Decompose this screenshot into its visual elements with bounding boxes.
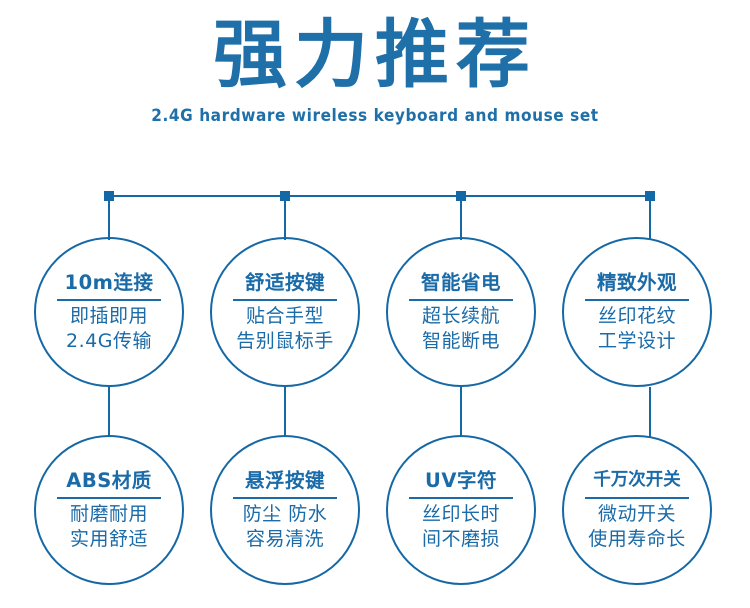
feature-headline: 10m连接	[64, 271, 154, 294]
feature-divider	[233, 497, 337, 499]
feature-line-1: 微动开关	[597, 503, 676, 525]
feature-divider	[57, 299, 161, 301]
feature-headline: 千万次开关	[593, 470, 681, 490]
feature-line-2: 工学设计	[597, 330, 676, 352]
feature-line-1: 贴合手型	[245, 305, 324, 327]
feature-circle-distance: 10m连接 即插即用 2.4G传输	[34, 237, 184, 387]
feature-headline: UV字符	[425, 469, 497, 492]
feature-headline: 精致外观	[596, 271, 677, 294]
feature-circle-switch-lifespan: 千万次开关 微动开关 使用寿命长	[562, 435, 712, 585]
feature-divider	[409, 299, 513, 301]
feature-divider	[233, 299, 337, 301]
feature-divider	[57, 497, 161, 499]
page-subtitle: 2.4G hardware wireless keyboard and mous…	[151, 106, 599, 125]
feature-line-2: 使用寿命长	[588, 528, 686, 550]
page-title: 强力推荐	[213, 12, 537, 98]
feature-line-2: 2.4G传输	[66, 330, 152, 352]
feature-line-1: 耐磨耐用	[69, 503, 148, 525]
feature-circle-floating-keys: 悬浮按键 防尘 防水 容易清洗	[210, 435, 360, 585]
feature-line-2: 间不磨损	[421, 528, 500, 550]
feature-divider	[585, 497, 689, 499]
feature-line-1: 丝印花纹	[597, 305, 676, 327]
feature-circle-appearance: 精致外观 丝印花纹 工学设计	[562, 237, 712, 387]
feature-line-1: 丝印长时	[421, 503, 500, 525]
feature-headline: 舒适按键	[244, 271, 325, 294]
feature-line-2: 实用舒适	[69, 528, 148, 550]
feature-line-2: 告别鼠标手	[236, 330, 334, 352]
feature-line-1: 防尘 防水	[242, 503, 328, 525]
feature-circle-comfort-keys: 舒适按键 贴合手型 告别鼠标手	[210, 237, 360, 387]
feature-headline: 悬浮按键	[244, 469, 325, 492]
feature-headline: 智能省电	[420, 271, 501, 294]
feature-divider	[409, 497, 513, 499]
feature-line-1: 超长续航	[421, 305, 500, 327]
feature-circle-abs-material: ABS材质 耐磨耐用 实用舒适	[34, 435, 184, 585]
feature-circle-power-saving: 智能省电 超长续航 智能断电	[386, 237, 536, 387]
feature-headline: ABS材质	[66, 469, 152, 492]
feature-circle-uv-characters: UV字符 丝印长时 间不磨损	[386, 435, 536, 585]
header: 强力推荐 2.4G hardware wireless keyboard and…	[0, 18, 750, 125]
feature-divider	[585, 299, 689, 301]
feature-line-2: 智能断电	[421, 330, 500, 352]
feature-line-1: 即插即用	[69, 305, 148, 327]
feature-line-2: 容易清洗	[245, 528, 324, 550]
